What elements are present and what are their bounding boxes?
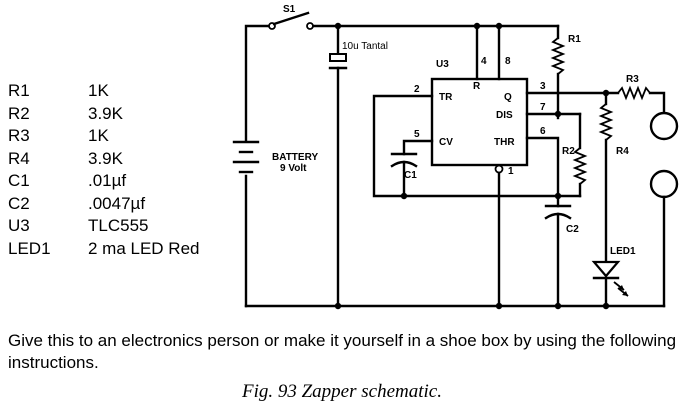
battery-label: BATTERY bbox=[272, 152, 318, 163]
pin-number-8: 8 bbox=[505, 56, 511, 67]
pin-label-thr: THR bbox=[494, 137, 515, 148]
pin-label-cv: CV bbox=[439, 137, 453, 148]
junction-dot bbox=[602, 302, 610, 310]
pin5-cv-wire bbox=[402, 139, 434, 156]
junction-dot bbox=[400, 192, 408, 200]
electrode-top-icon bbox=[649, 111, 679, 141]
parts-list: R1 1K R2 3.9K R3 1K R4 3.9K C1 .01µf C2 .0047µ… bbox=[8, 80, 248, 260]
ic-u3-body bbox=[430, 77, 529, 167]
tantal-capacitor-symbol bbox=[328, 53, 348, 70]
pin-number-5: 5 bbox=[414, 129, 420, 140]
tantal-cap-label: 10u Tantal bbox=[342, 41, 388, 52]
part-ref: R1 bbox=[8, 81, 30, 101]
electrode-bottom-icon bbox=[649, 169, 679, 199]
ic-u3-label: U3 bbox=[436, 59, 449, 70]
part-value: .0047µf bbox=[88, 193, 146, 213]
led-icon bbox=[591, 260, 629, 297]
part-ref: LED1 bbox=[8, 238, 51, 258]
part-value: .01µf bbox=[88, 171, 127, 191]
pin-number-2: 2 bbox=[414, 84, 420, 95]
junction-dot bbox=[495, 302, 503, 310]
resistor-r2-label: R2 bbox=[562, 146, 575, 157]
parts-list-row: R1 1K bbox=[8, 80, 248, 103]
junction-dot bbox=[554, 302, 562, 310]
part-ref: R4 bbox=[8, 148, 30, 168]
instructions-caption: Give this to an electronics person or ma… bbox=[8, 331, 677, 372]
part-ref: C1 bbox=[8, 171, 30, 191]
pin-label-dis: DIS bbox=[496, 110, 513, 121]
resistor-r3-symbol bbox=[617, 85, 651, 101]
parts-list-row: C2 .0047µf bbox=[8, 193, 248, 216]
pin-number-6: 6 bbox=[540, 126, 546, 137]
pin-number-7: 7 bbox=[540, 102, 546, 113]
capacitor-c1-label: C1 bbox=[404, 170, 417, 181]
parts-list-row: LED1 2 ma LED Red bbox=[8, 238, 248, 261]
part-value: 1K bbox=[88, 81, 109, 101]
resistor-r3-label: R3 bbox=[626, 74, 639, 85]
r3-to-electrode-wire bbox=[648, 91, 666, 114]
part-ref: U3 bbox=[8, 216, 30, 236]
parts-list-row: R3 1K bbox=[8, 125, 248, 148]
led-label: LED1 bbox=[610, 246, 636, 257]
part-ref: R2 bbox=[8, 103, 30, 123]
pin-label-tr: TR bbox=[439, 92, 453, 103]
pin-number-1: 1 bbox=[508, 166, 514, 177]
switch-s1-label: S1 bbox=[283, 4, 296, 15]
resistor-r4-label: R4 bbox=[616, 146, 629, 157]
pin-number-3: 3 bbox=[540, 81, 546, 92]
parts-list-row: C1 .01µf bbox=[8, 170, 248, 193]
pin-number-4: 4 bbox=[481, 56, 487, 67]
part-value: 2 ma LED Red bbox=[88, 238, 200, 258]
left-rail-wire bbox=[244, 24, 270, 142]
part-value: TLC555 bbox=[88, 216, 149, 236]
battery-symbol bbox=[232, 140, 260, 174]
pin-label-q: Q bbox=[504, 92, 512, 103]
part-ref: R3 bbox=[8, 126, 30, 146]
switch-s1-symbol bbox=[268, 11, 314, 30]
part-ref: C2 bbox=[8, 193, 30, 213]
part-value: 3.9K bbox=[88, 148, 123, 168]
parts-list-row: R4 3.9K bbox=[8, 148, 248, 171]
part-value: 1K bbox=[88, 126, 109, 146]
pin1-terminal bbox=[494, 164, 504, 174]
parts-list-row: U3 TLC555 bbox=[8, 215, 248, 238]
pin6-thr-wire bbox=[525, 136, 560, 208]
parts-list-row: R2 3.9K bbox=[8, 103, 248, 126]
junction-dot bbox=[554, 192, 562, 200]
part-value: 3.9K bbox=[88, 103, 123, 123]
capacitor-c2-label: C2 bbox=[566, 224, 579, 235]
resistor-r4-symbol bbox=[598, 103, 614, 141]
figure-caption: Fig. 93 Zapper schematic. bbox=[241, 381, 442, 402]
resistor-r1-symbol bbox=[550, 37, 566, 75]
pin2-trigger-wire bbox=[372, 94, 560, 198]
battery-voltage-label: 9 Volt bbox=[280, 163, 307, 174]
pin-label-r: R bbox=[473, 81, 481, 92]
resistor-r2-symbol bbox=[572, 147, 588, 185]
resistor-r1-label: R1 bbox=[568, 34, 581, 45]
junction-dot bbox=[334, 302, 342, 310]
junction-dot bbox=[554, 110, 562, 118]
